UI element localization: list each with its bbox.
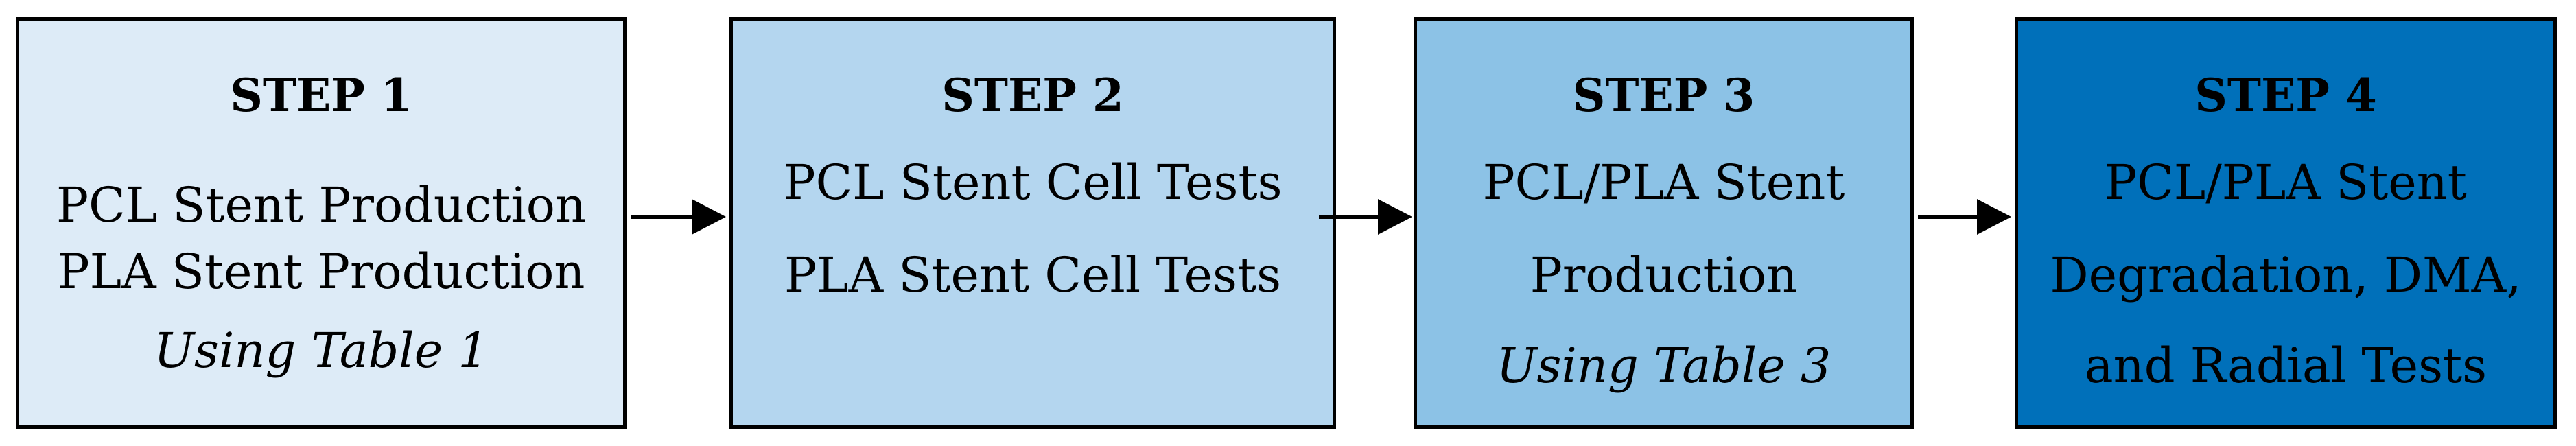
step-2-title: STEP 2 (941, 69, 1124, 122)
step-4-line-1: PCL/PLA Stent (2105, 154, 2467, 211)
step-1-box: STEP 1 PCL Stent Production PLA Stent Pr… (16, 17, 627, 429)
step-4-title: STEP 4 (2194, 69, 2377, 122)
arrow-right-icon (631, 199, 726, 235)
arrow-right-icon (1918, 199, 2011, 235)
step-3-note: Using Table 3 (1496, 338, 1831, 394)
step-3-line-2: Production (1530, 247, 1798, 303)
step-3-title: STEP 3 (1572, 69, 1755, 122)
step-3-line-1: PCL/PLA Stent (1482, 154, 1845, 211)
step-2-line-2: PLA Stent Cell Tests (784, 247, 1282, 303)
step-3-box: STEP 3 PCL/PLA Stent Production Using Ta… (1414, 17, 1914, 429)
step-4-box: STEP 4 PCL/PLA Stent Degradation, DMA, a… (2015, 17, 2557, 429)
step-1-note: Using Table 1 (154, 322, 489, 379)
step-1-title: STEP 1 (230, 69, 412, 122)
step-2-line-1: PCL Stent Cell Tests (783, 154, 1283, 211)
step-2-box: STEP 2 PCL Stent Cell Tests PLA Stent Ce… (729, 17, 1336, 429)
step-1-line-2: PLA Stent Production (57, 244, 585, 300)
arrow-right-icon (1319, 199, 1412, 235)
step-4-line-2: Degradation, DMA, (2050, 247, 2522, 303)
step-1-line-1: PCL Stent Production (56, 177, 586, 233)
step-4-line-3: and Radial Tests (2084, 338, 2487, 394)
